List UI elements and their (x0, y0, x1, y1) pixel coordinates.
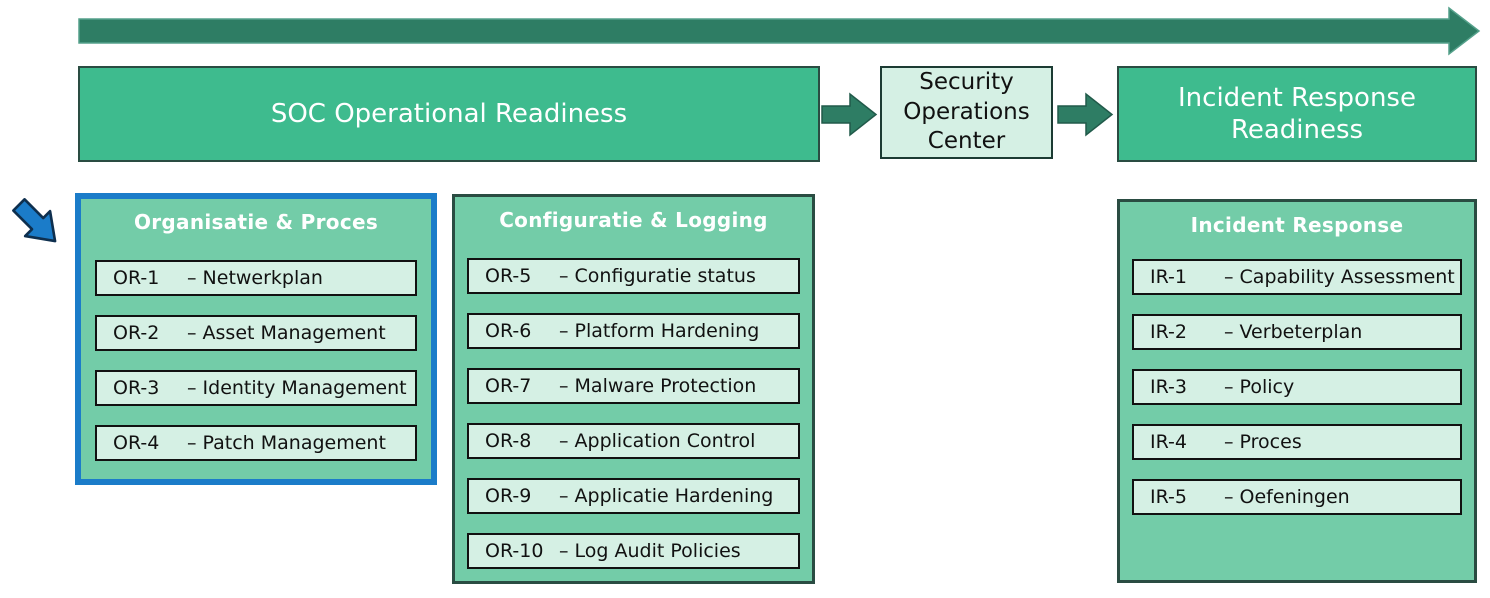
item-label: – Patch Management (187, 432, 386, 454)
list-item: IR-2 – Verbeterplan (1132, 314, 1462, 350)
list-item: OR-1 – Netwerkplan (95, 260, 417, 296)
item-code: OR-1 (113, 267, 160, 289)
soc-operational-readiness-box: SOC Operational Readiness (78, 66, 820, 162)
list-item: OR-8 – Application Control (467, 423, 800, 459)
list-item: OR-3 – Identity Management (95, 370, 417, 406)
soc-operational-readiness-label: SOC Operational Readiness (270, 98, 628, 129)
item-label: – Asset Management (187, 322, 386, 344)
panel-incident-response: Incident Response IR-1 – Capability Asse… (1117, 199, 1477, 583)
item-label: – Oefeningen (1224, 486, 1350, 508)
security-operations-center-label: Security Operations Center (903, 69, 1030, 155)
item-label: – Netwerkplan (187, 267, 323, 289)
item-label: – Application Control (559, 430, 756, 452)
incident-response-readiness-label: Incident Response Readiness (1178, 82, 1416, 146)
flow-arrow-icon (1057, 92, 1114, 137)
list-item: OR-2 – Asset Management (95, 315, 417, 351)
timeline-arrow-icon (78, 6, 1481, 56)
list-item: OR-9 – Applicatie Hardening (467, 478, 800, 514)
panel-configuratie-logging: Configuratie & Logging OR-5 – Configurat… (452, 194, 815, 584)
item-code: OR-2 (113, 322, 160, 344)
item-label: – Policy (1224, 376, 1295, 398)
list-item: IR-5 – Oefeningen (1132, 479, 1462, 515)
security-operations-center-box: Security Operations Center (880, 66, 1053, 159)
item-label: – Capability Assessment (1224, 266, 1455, 288)
item-code: OR-8 (485, 430, 532, 452)
list-item: OR-7 – Malware Protection (467, 368, 800, 404)
item-label: – Identity Management (187, 377, 407, 399)
item-list: OR-5 – Configuratie status OR-6 – Platfo… (467, 258, 800, 569)
item-code: OR-7 (485, 375, 532, 397)
item-code: OR-3 (113, 377, 160, 399)
item-code: IR-3 (1150, 376, 1187, 398)
list-item: IR-3 – Policy (1132, 369, 1462, 405)
item-code: OR-9 (485, 485, 532, 507)
item-code: OR-6 (485, 320, 532, 342)
item-label: – Applicatie Hardening (559, 485, 774, 507)
list-item: OR-10 – Log Audit Policies (467, 533, 800, 569)
list-item: OR-6 – Platform Hardening (467, 313, 800, 349)
item-code: IR-4 (1150, 431, 1187, 453)
item-code: OR-4 (113, 432, 160, 454)
item-code: OR-5 (485, 265, 532, 287)
list-item: IR-4 – Proces (1132, 424, 1462, 460)
panel-title: Configuratie & Logging (499, 208, 768, 232)
item-label: – Verbeterplan (1224, 321, 1363, 343)
list-item: OR-4 – Patch Management (95, 425, 417, 461)
item-label: – Log Audit Policies (559, 540, 741, 562)
list-item: IR-1 – Capability Assessment (1132, 259, 1462, 295)
item-label: – Malware Protection (559, 375, 757, 397)
item-label: – Platform Hardening (559, 320, 760, 342)
item-code: IR-5 (1150, 486, 1187, 508)
item-code: IR-1 (1150, 266, 1187, 288)
incident-response-readiness-box: Incident Response Readiness (1117, 66, 1477, 162)
panel-title: Organisatie & Proces (133, 210, 379, 234)
flow-arrow-icon (821, 92, 878, 137)
pointer-arrow-icon (12, 198, 57, 243)
item-label: – Proces (1224, 431, 1302, 453)
panel-title: Incident Response (1190, 213, 1404, 237)
panel-organisatie-proces: Organisatie & Proces OR-1 – Netwerkplan … (75, 193, 437, 485)
item-label: – Configuratie status (559, 265, 756, 287)
list-item: OR-5 – Configuratie status (467, 258, 800, 294)
item-code: OR-10 (485, 540, 544, 562)
item-list: IR-1 – Capability Assessment IR-2 – Verb… (1132, 259, 1462, 515)
item-list: OR-1 – Netwerkplan OR-2 – Asset Manageme… (95, 260, 417, 461)
item-code: IR-2 (1150, 321, 1187, 343)
